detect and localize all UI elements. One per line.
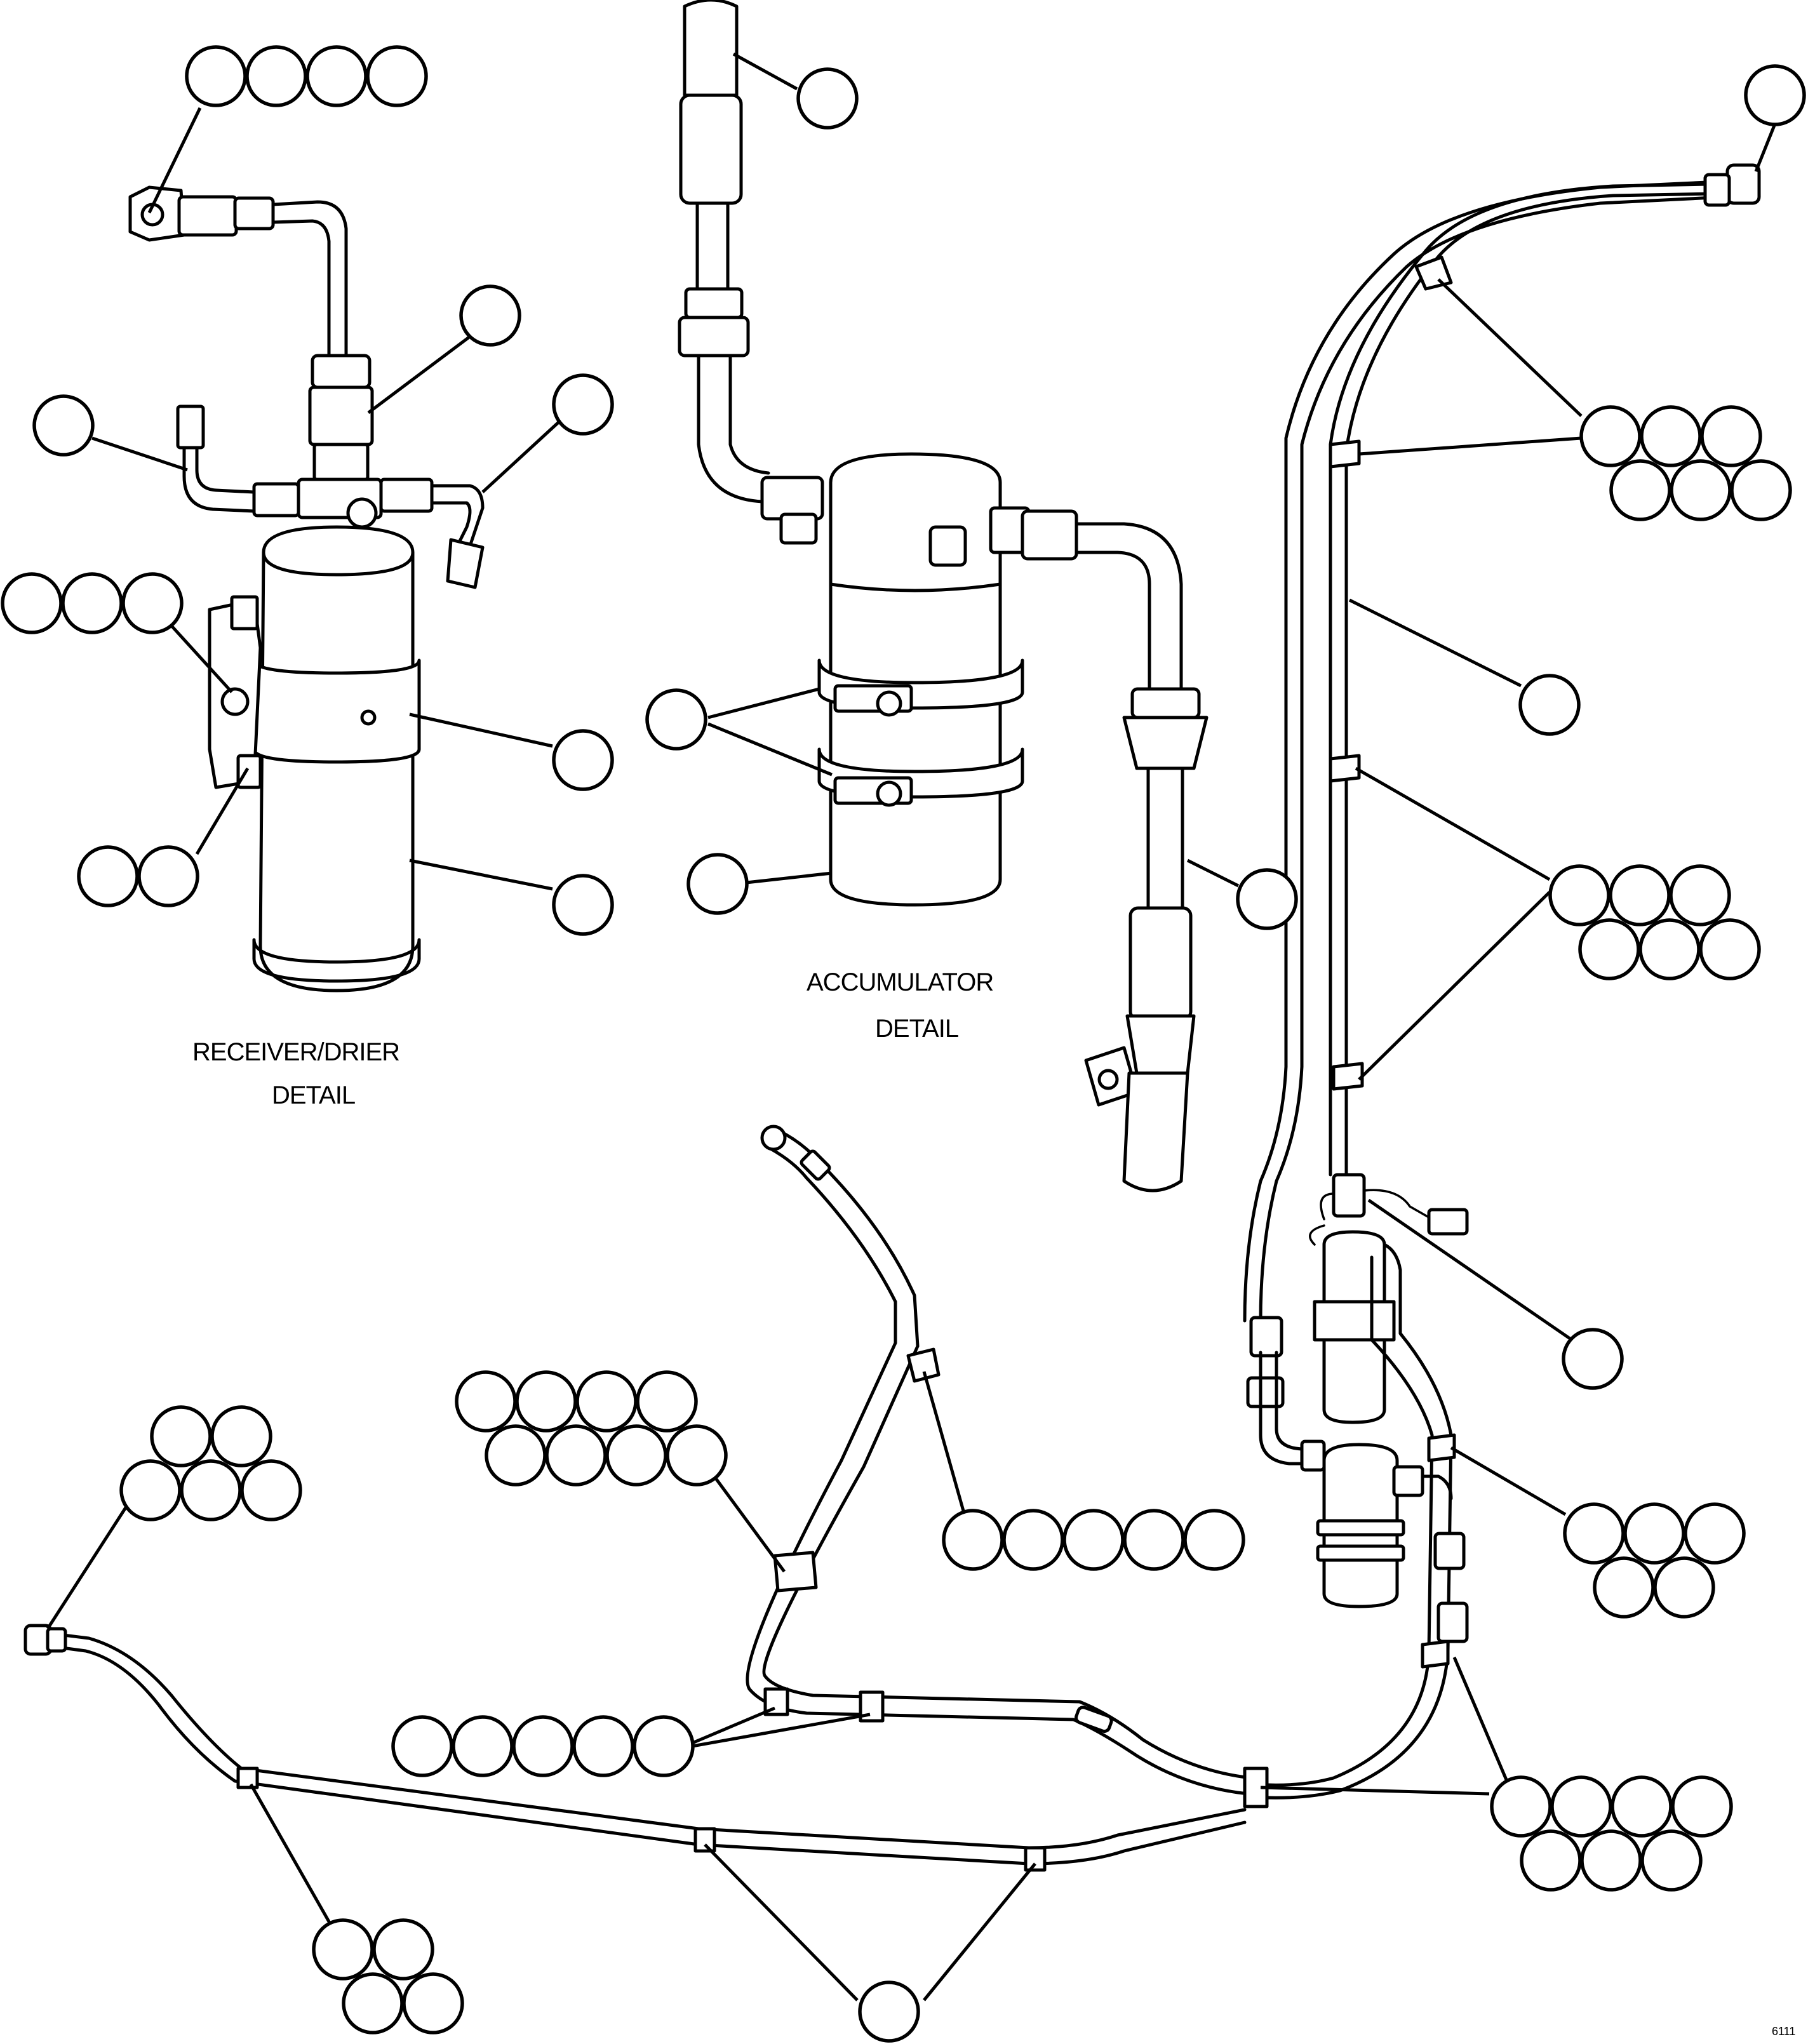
hose-routing-overview [23, 163, 1761, 1872]
callout-group-bottom-right-clips [1490, 1775, 1733, 1892]
hose-clip [906, 1347, 941, 1383]
accumulator-title: ACCUMULATOR [807, 968, 993, 996]
callout-group-rd-body [552, 874, 614, 936]
hose-clip [1332, 1062, 1364, 1091]
right-tube-cap [446, 538, 485, 589]
hose-clip [773, 1551, 818, 1593]
callout-group-top-right-fitting [1744, 64, 1806, 126]
callout-group-acc-right-hose [1236, 868, 1298, 930]
accumulator-upper-nut [684, 287, 744, 319]
center-hose-end-fitting [760, 1125, 787, 1151]
callout-group-lower-right-clip [1563, 1502, 1746, 1619]
hose-clip [1024, 1846, 1047, 1872]
pressure-switch-plug [177, 195, 238, 237]
callout-group-rd-right-tube [552, 373, 614, 436]
harness-connector [1427, 1208, 1469, 1236]
hose-clip [1243, 1767, 1269, 1808]
callout-group-rd-switch [185, 45, 428, 107]
receiver-drier-detail: RECEIVER/DRIER DETAIL [128, 185, 485, 1109]
callout-group-acc-body [686, 853, 749, 915]
accumulator-upper-hose [683, 0, 739, 97]
hose-clip [1329, 439, 1361, 469]
upper-fitting-body [308, 385, 374, 446]
callout-group-upper-right-clips [1579, 405, 1792, 521]
callout-group-mid-right-clips [1548, 864, 1761, 980]
callout-group-acc-top-hose [796, 67, 859, 130]
pressure-switch-nut [233, 196, 275, 230]
callout-group-bottom-left-clip [312, 1918, 464, 2034]
accumulator-detail: ACCUMULATOR DETAIL [678, 0, 1209, 1192]
accumulator-lower-hose-sleeve [1128, 906, 1193, 1021]
callout-group-center-clip [455, 1370, 728, 1486]
callout-group-rd-lower-bolt [77, 845, 199, 907]
accumulator-lower-hose [1122, 1071, 1189, 1192]
callout-group-acc-clamps [645, 688, 707, 751]
receiver-drier-clamp-band [252, 658, 421, 764]
receiver-drier-detail-label: DETAIL [272, 1081, 355, 1109]
callout-group-lower-clips [391, 1715, 695, 1777]
lower-bracket-bolt [236, 754, 262, 789]
bracket-bolt [220, 687, 250, 716]
upper-fitting-nut [311, 354, 372, 389]
callout-group-harness-connector [1562, 1328, 1624, 1390]
hose-clip [1414, 255, 1453, 291]
callout-group-rd-fitting [459, 284, 521, 347]
left-tube-cap [176, 404, 205, 450]
callout-group-rd-clamp [552, 729, 614, 791]
callout-group-center-right-clip [942, 1509, 1245, 1571]
accumulator-outlet-fitting [1021, 509, 1078, 561]
accumulator-outlet-nut [1130, 687, 1201, 719]
hose-clip [236, 1767, 259, 1789]
receiver-drier-title: RECEIVER/DRIER [192, 1038, 399, 1066]
leader-lines [46, 52, 1777, 2001]
hose-clip [1427, 1433, 1456, 1462]
callout-group-rd-bracket-bolt [1, 572, 184, 634]
callout-group-rd-left-tube [32, 394, 95, 457]
callout-group-left-end-fitting [119, 1405, 302, 1521]
hose-clip [1329, 754, 1361, 783]
accumulator-hose-sleeve [679, 93, 743, 205]
sheet-number: 6111 [1772, 2025, 1795, 2038]
accumulator-detail-label: DETAIL [875, 1015, 958, 1043]
callout-group-right-vertical-hose [1518, 674, 1581, 736]
hose-clip [693, 1827, 716, 1853]
callout-balloons [1, 45, 1806, 2043]
accumulator-inlet-fitting [760, 476, 824, 521]
callout-group-bottom-center-clips [858, 1981, 920, 2043]
top-right-fitting [1725, 163, 1761, 205]
hose-clip [1421, 1640, 1450, 1669]
